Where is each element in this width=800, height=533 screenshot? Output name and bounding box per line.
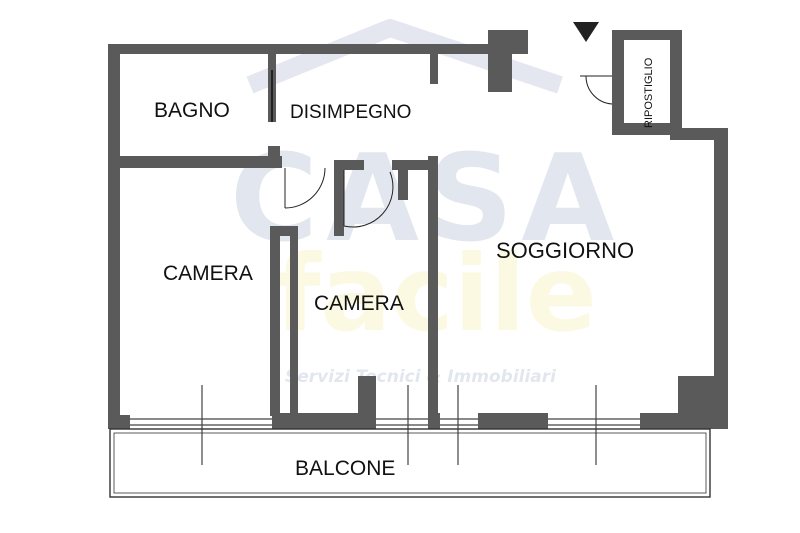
room-label-bagno: BAGNO xyxy=(154,99,230,122)
room-label-ripostiglio: RIPOSTIGLIO xyxy=(643,57,655,128)
entrance-arrow-icon xyxy=(573,22,599,42)
balcony-outline xyxy=(109,428,711,498)
doors xyxy=(271,70,613,228)
room-label-camera-2: CAMERA xyxy=(314,292,404,315)
windows xyxy=(130,385,640,465)
svg-text:Servizi Tecnici & Immobiliari: Servizi Tecnici & Immobiliari xyxy=(285,367,557,387)
room-label-disimpegno: DISIMPEGNO xyxy=(290,102,411,123)
room-label-camera-1: CAMERA xyxy=(163,262,253,285)
room-label-soggiorno: SOGGIORNO xyxy=(496,238,634,263)
room-label-balcone: BALCONE xyxy=(295,457,395,480)
walls xyxy=(108,30,728,429)
